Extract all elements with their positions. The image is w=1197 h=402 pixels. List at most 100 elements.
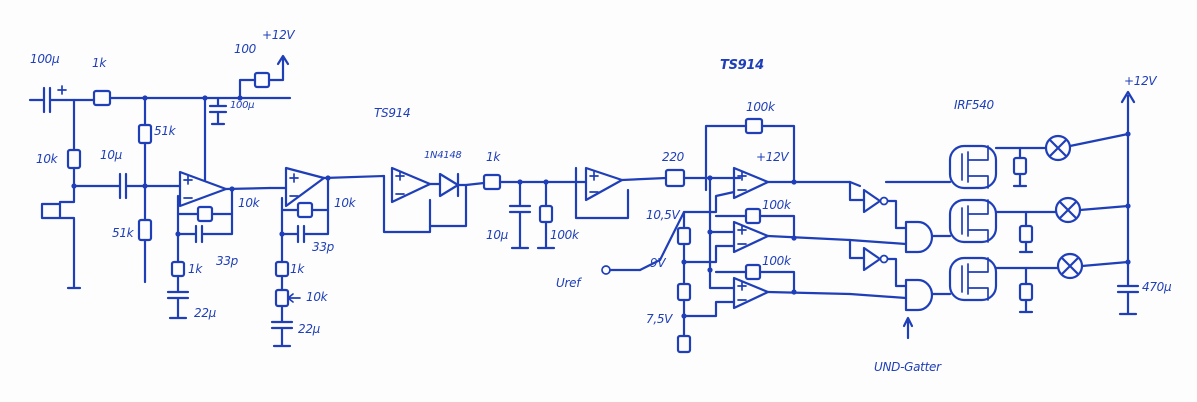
label-c-in: 100µ <box>30 52 60 66</box>
opamp-3 <box>390 166 432 204</box>
wire <box>536 220 556 250</box>
label-ic-mid: TS914 <box>374 106 411 120</box>
resistor-1k-rect <box>482 173 502 191</box>
feedback-comp-2 <box>714 214 796 238</box>
label-v-9: 9V <box>650 256 666 270</box>
wire <box>1018 210 1034 254</box>
resistor-100k-rect <box>538 204 554 224</box>
and-gate-1 <box>904 220 934 254</box>
gates-arrow <box>902 316 914 340</box>
resistor-1k-gain1 <box>170 260 186 278</box>
wire <box>682 244 736 264</box>
label-c-22u-2: 22µ <box>298 322 321 336</box>
label-r-gain2: 1k <box>290 262 304 276</box>
label-diode: 1N4148 <box>424 150 462 161</box>
lamp-1 <box>1044 134 1072 162</box>
wire <box>428 183 468 228</box>
wire-comparator-input <box>708 176 736 290</box>
resistor-100 <box>253 71 271 89</box>
wire <box>464 181 486 187</box>
resistor-51k-bottom <box>137 218 153 242</box>
label-r-rect: 1k <box>486 150 500 164</box>
label-supply-left: +12V <box>262 28 295 42</box>
vref-terminal[interactable] <box>601 265 611 275</box>
label-c-100u: 100µ <box>230 100 255 111</box>
label-r-100k-b: 100k <box>762 198 791 212</box>
inverter-2 <box>862 246 882 272</box>
comparator-3 <box>732 276 770 310</box>
label-r-fb2: 10k <box>334 196 356 210</box>
supply-arrow-left <box>267 54 290 82</box>
label-r-100k-a: 100k <box>746 100 775 114</box>
capacitor-10u-rect <box>508 180 532 250</box>
label-r-100: 100 <box>234 42 257 56</box>
capacitor-10u <box>110 172 172 200</box>
label-supply-right: +12V <box>1124 74 1157 88</box>
label-r-fb1: 10k <box>238 196 260 210</box>
label-r-51k-top: 51k <box>154 124 176 138</box>
label-c-33p-2: 33p <box>312 240 334 254</box>
wire <box>848 238 866 260</box>
label-supply-comp: +12V <box>756 150 789 164</box>
wire <box>1012 146 1028 188</box>
opamp-1 <box>178 170 228 208</box>
wire-lamps-to-rail <box>1068 132 1130 268</box>
resistor-gate-1 <box>1012 156 1028 176</box>
resistor-div-2 <box>676 282 692 302</box>
lamp-2 <box>1054 196 1082 224</box>
label-mosfet: IRF540 <box>954 98 994 112</box>
wire <box>620 176 668 182</box>
capacitor-22u-1 <box>166 274 190 320</box>
comparator-2 <box>732 220 770 254</box>
wire <box>168 96 207 188</box>
wire-opamp2-out <box>322 174 386 180</box>
label-v-105: 10,5V <box>646 208 680 222</box>
microphone <box>40 184 82 290</box>
label-c-22u-1: 22µ <box>194 306 217 320</box>
input-capacitor <box>28 85 68 114</box>
capacitor-22u-2 <box>270 304 294 348</box>
resistor-div-1 <box>676 226 692 246</box>
resistor-51k-top <box>137 123 153 145</box>
label-c-10u: 10µ <box>100 148 123 162</box>
feedback-comp-1 <box>704 124 796 192</box>
resistor-10k-mic <box>66 148 82 170</box>
label-r-gain1: 1k <box>188 262 202 276</box>
label-v-75: 7,5V <box>646 312 673 326</box>
resistor-gate-3 <box>1018 282 1034 302</box>
label-pot: 10k <box>306 290 328 304</box>
wire-comparator-outputs <box>766 180 852 296</box>
capacitor-33p-2 <box>280 208 330 244</box>
resistor-10k-fb2 <box>296 201 314 219</box>
resistor-220 <box>664 168 686 188</box>
wire <box>682 300 736 318</box>
resistor-div-3 <box>676 334 692 354</box>
label-ic-right: TS914 <box>720 58 764 73</box>
resistor-1k-series <box>92 89 112 107</box>
label-c-33p-1: 33p <box>216 254 238 268</box>
wire <box>72 166 114 188</box>
inverter-1 <box>862 188 882 214</box>
capacitor-33p-1 <box>176 212 234 244</box>
opamp-2 <box>284 166 326 208</box>
wire <box>238 78 257 100</box>
potentiometer-10k <box>274 288 290 308</box>
label-gates: UND-Gatter <box>874 360 941 374</box>
opamp-4 <box>584 166 624 202</box>
lamp-3 <box>1056 252 1084 280</box>
diode-1n4148 <box>438 172 460 198</box>
mosfet-1 <box>948 144 998 190</box>
label-r-100k-c: 100k <box>762 254 791 268</box>
mosfet-3 <box>948 256 998 302</box>
mosfet-2 <box>948 198 998 244</box>
label-r-mic: 10k <box>36 152 58 166</box>
feedback-1 <box>176 187 234 216</box>
label-r-in: 1k <box>92 56 106 70</box>
wire <box>886 257 908 288</box>
wire <box>930 234 952 296</box>
capacitor-100u-top <box>208 96 228 126</box>
label-c-470u: 470µ <box>1142 280 1172 294</box>
feedback-comp-3 <box>714 270 796 294</box>
wire <box>382 174 432 234</box>
